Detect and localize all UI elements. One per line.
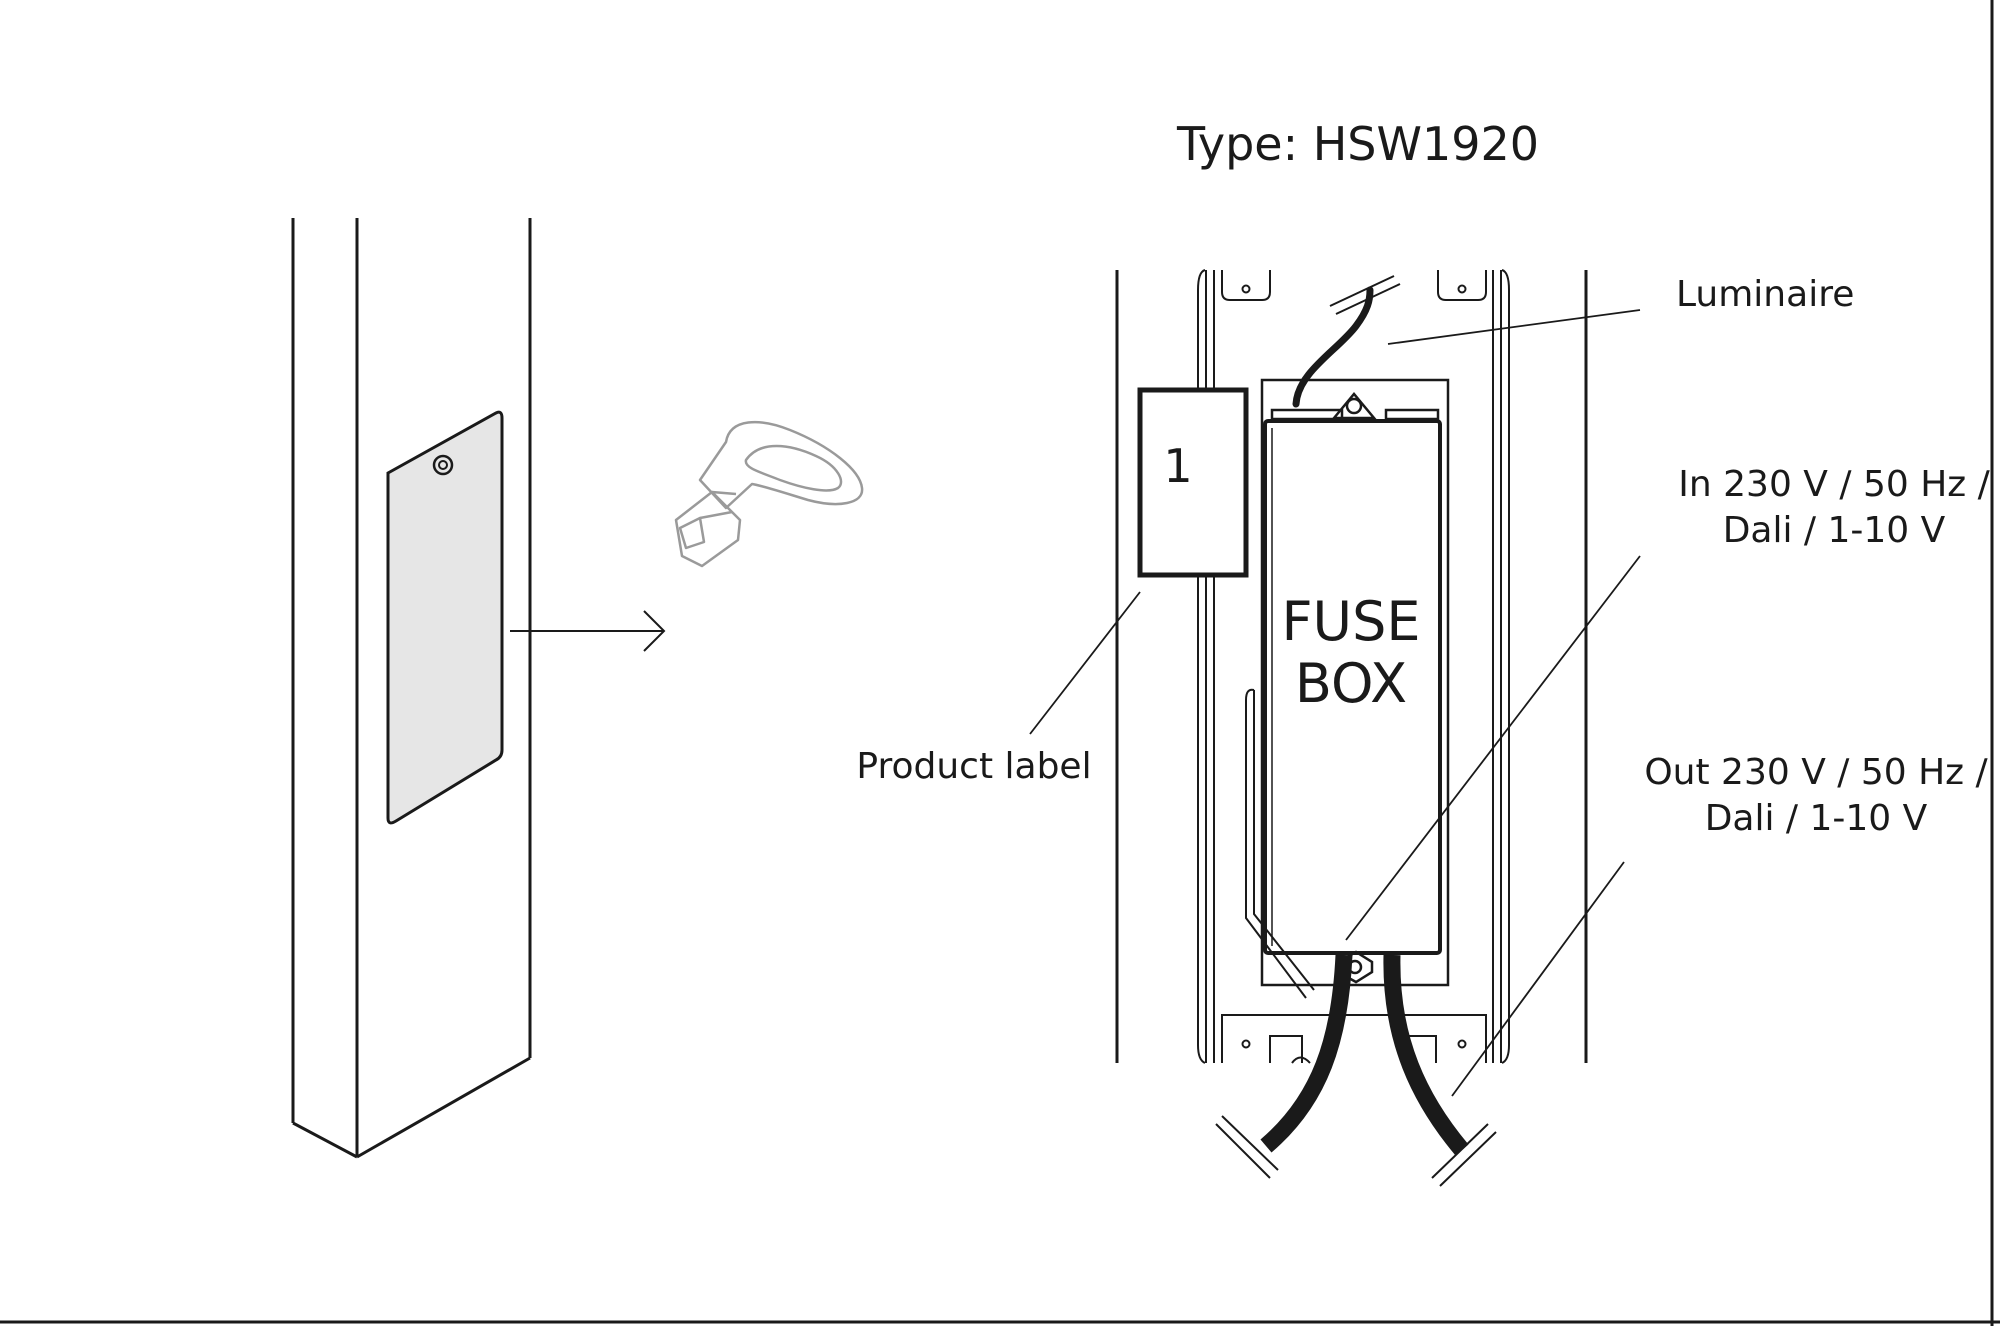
arrow-right-icon [510,610,666,652]
pole-section-walls [1115,270,1588,1063]
leader-input [1345,555,1641,941]
callout-output-line2: Dali / 1-10 V [1705,798,1928,839]
top-mounting-tabs [1221,270,1487,301]
luminaire-cable [1292,275,1401,408]
pole-bottom-right [356,1056,531,1159]
leader-luminaire [1387,309,1641,345]
callout-output-line1: Out 230 V / 50 Hz / [1644,752,1988,793]
panel-lock-icon [432,454,454,476]
fuse-box-hinge [1245,671,1315,999]
leader-product-label [1029,591,1141,735]
callout-leaders [1029,309,1641,1097]
product-label-box [1137,387,1249,578]
supply-cables [1215,954,1497,1187]
product-label-number: 1 [1163,439,1192,493]
fuse-box-label-line1: FUSE [1282,590,1421,653]
triangle-key-icon [674,420,864,568]
bottom-mount [1261,953,1449,986]
pole-illustration [291,218,532,1159]
pole-base-plate [1221,1014,1487,1064]
callout-input-line1: In 230 V / 50 Hz / [1678,464,1990,505]
pole-bottom-left [292,1121,358,1159]
fuse-box-label-line2: BOX [1295,652,1407,715]
callout-luminaire: Luminaire [1676,274,1854,315]
pole-hatch-panel [386,410,504,825]
top-screw-icon [1331,392,1377,420]
callout-product-label: Product label [856,746,1091,787]
callout-input-line2: Dali / 1-10 V [1723,510,1946,551]
leader-output [1451,861,1625,1097]
diagram-title: Type: HSW1920 [1176,117,1539,171]
